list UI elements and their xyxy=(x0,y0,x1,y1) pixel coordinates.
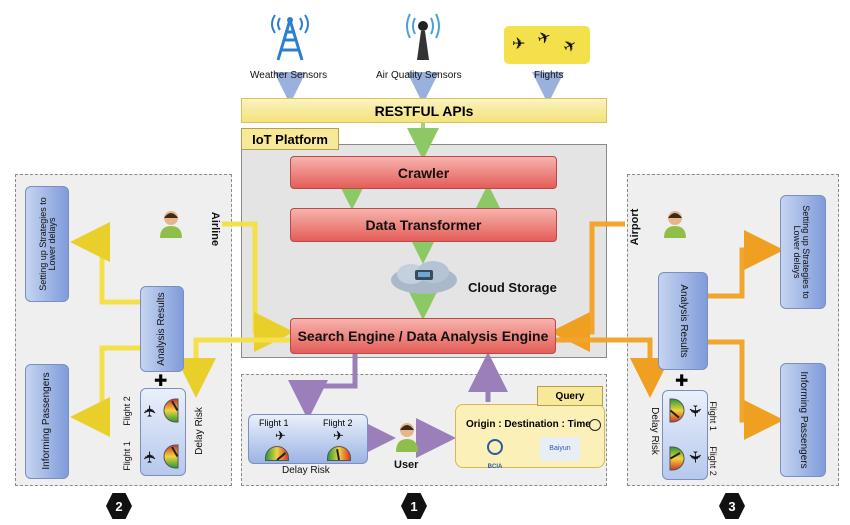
plane-icon: ✈ xyxy=(535,28,554,49)
arrow-right-analysis-informing xyxy=(707,339,784,440)
query-box: Origin : Destination : Time BCIA Baiyun xyxy=(455,404,605,470)
right-informing-label: Informing Passengers xyxy=(798,371,809,469)
left-strategies-box: Setting up Strategies to Lower delays xyxy=(25,186,69,302)
right-flight2-label: Flight 2 xyxy=(708,446,718,476)
airline-label: Airline xyxy=(209,211,221,247)
right-informing-box: Informing Passengers xyxy=(780,363,826,477)
clock-icon xyxy=(589,419,601,431)
gauge-icon xyxy=(669,398,685,423)
right-delay-risk-label: Delay Risk xyxy=(649,407,660,455)
right-flight-box: ✈ ✈ xyxy=(662,390,708,480)
left-informing-label: Informing Passengers xyxy=(41,372,52,470)
left-informing-box: Informing Passengers xyxy=(25,364,69,479)
arrow-engine-right xyxy=(552,337,670,398)
gauge-icon xyxy=(669,446,685,471)
left-plus-icon: ✚ xyxy=(154,373,168,390)
air-quality-sensors-label: Air Quality Sensors xyxy=(376,70,462,81)
plane-icon: ✈ xyxy=(512,36,526,53)
iot-platform-label: IoT Platform xyxy=(252,131,328,147)
data-transformer-box: Data Transformer xyxy=(290,208,557,242)
right-strategies-label: Setting up Strategies to Lower delays xyxy=(792,205,811,299)
bottom-delay-risk-label: Delay Risk xyxy=(282,465,330,476)
arrow-engine-left xyxy=(176,337,291,398)
crawler-box: Crawler xyxy=(290,156,557,189)
left-analysis-label: Analysis Results xyxy=(156,292,167,366)
section-1-badge: 1 xyxy=(401,493,427,519)
bottom-flight2-label: Flight 2 xyxy=(323,418,353,428)
search-engine-box: Search Engine / Data Analysis Engine xyxy=(290,318,556,354)
arrow-left-analysis-strategies xyxy=(70,222,140,305)
arrow-airline-engine xyxy=(222,221,294,352)
restful-apis-bar: RESTFUL APIs xyxy=(241,98,607,123)
flights-icon: ✈ ✈ ✈ xyxy=(504,26,590,64)
plane-icon: ✈ xyxy=(142,404,160,418)
query-origin-label: Origin : Destination : Time xyxy=(466,419,591,430)
right-flight1-label: Flight 1 xyxy=(708,401,718,431)
baiyun-logo: Baiyun xyxy=(540,437,580,461)
plane-icon: ✈ xyxy=(142,450,160,464)
arrow-engine-bottom xyxy=(288,354,358,420)
gauge-icon xyxy=(327,446,351,461)
airport-person-icon xyxy=(664,211,686,238)
flights-label: Flights xyxy=(534,70,564,81)
gauge-icon xyxy=(163,444,179,469)
arrow-right-analysis-strategies xyxy=(707,230,784,299)
data-transformer-label: Data Transformer xyxy=(365,217,482,233)
airline-person-icon xyxy=(160,211,182,238)
user-label: User xyxy=(394,459,419,471)
bottom-flight1-label: Flight 1 xyxy=(259,418,289,428)
right-analysis-box: Analysis Results xyxy=(658,272,708,370)
cloud-storage-icon xyxy=(391,261,457,294)
right-plus-icon: ✚ xyxy=(675,373,689,390)
left-flight2-label: Flight 2 xyxy=(122,396,132,426)
left-strategies-label: Setting up Strategies to Lower delays xyxy=(38,197,57,291)
left-analysis-box: Analysis Results xyxy=(140,286,184,372)
crawler-label: Crawler xyxy=(397,164,450,181)
airport-label: Airport xyxy=(629,208,641,246)
bottom-delay-box: Flight 1 Flight 2 ✈ ✈ xyxy=(248,414,368,464)
right-analysis-label: Analysis Results xyxy=(678,284,689,358)
plane-icon: ✈ xyxy=(333,428,344,443)
gauge-icon xyxy=(163,398,179,423)
restful-apis-label: RESTFUL APIs xyxy=(374,102,474,119)
right-strategies-box: Setting up Strategies to Lower delays xyxy=(780,195,826,309)
plane-icon: ✈ xyxy=(275,428,286,443)
query-tab: Query xyxy=(537,386,603,406)
weather-tower-icon xyxy=(271,14,309,61)
user-icon xyxy=(396,423,418,452)
bcia-logo: BCIA xyxy=(480,439,510,470)
plane-icon: ✈ xyxy=(685,404,703,418)
query-label: Query xyxy=(555,390,585,402)
plane-icon: ✈ xyxy=(685,450,703,464)
arrow-airport-engine xyxy=(550,221,625,352)
plane-icon: ✈ xyxy=(560,35,581,58)
weather-sensors-label: Weather Sensors xyxy=(250,70,328,81)
left-flight1-label: Flight 1 xyxy=(122,441,132,471)
left-flight-box: ✈ ✈ xyxy=(140,388,186,476)
left-delay-risk-label: Delay Risk xyxy=(194,407,205,455)
arrow-left-analysis-informing xyxy=(70,345,140,437)
iot-platform-tab: IoT Platform xyxy=(241,128,339,150)
search-engine-label: Search Engine / Data Analysis Engine xyxy=(297,328,549,344)
gauge-icon xyxy=(265,446,289,461)
cloud-storage-label: Cloud Storage xyxy=(468,280,557,295)
air-quality-antenna-icon xyxy=(406,13,440,60)
